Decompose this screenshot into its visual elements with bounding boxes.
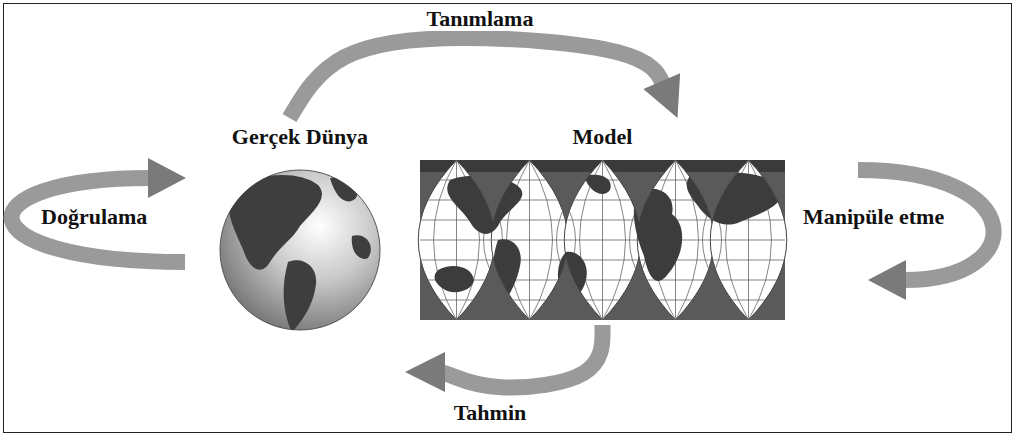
edge-label: Tanımlama <box>424 6 537 31</box>
arrow-head <box>643 73 680 118</box>
process-arrow <box>290 38 681 118</box>
map-node: Model <box>415 118 790 325</box>
arrow-band <box>290 38 665 118</box>
cycle-label: Doğrulama <box>38 204 150 229</box>
arrow-head <box>148 158 186 198</box>
globe <box>220 170 380 332</box>
arrow-head <box>868 260 906 300</box>
frame <box>4 4 1012 433</box>
edge-label: Tahmin <box>451 400 530 425</box>
node-title: Gerçek Dünya <box>195 118 405 149</box>
arrow-band <box>437 325 603 388</box>
node-title: Model <box>415 118 790 149</box>
cycle-label: Manipüle etme <box>800 204 947 229</box>
parallel <box>420 240 785 241</box>
parallel <box>420 280 785 281</box>
arrow-head <box>405 352 445 392</box>
globe-node: Gerçek Dünya <box>195 118 405 380</box>
parallel <box>420 260 785 261</box>
parallel <box>420 300 785 301</box>
process-arrow <box>405 325 603 392</box>
map-projection <box>411 160 795 320</box>
